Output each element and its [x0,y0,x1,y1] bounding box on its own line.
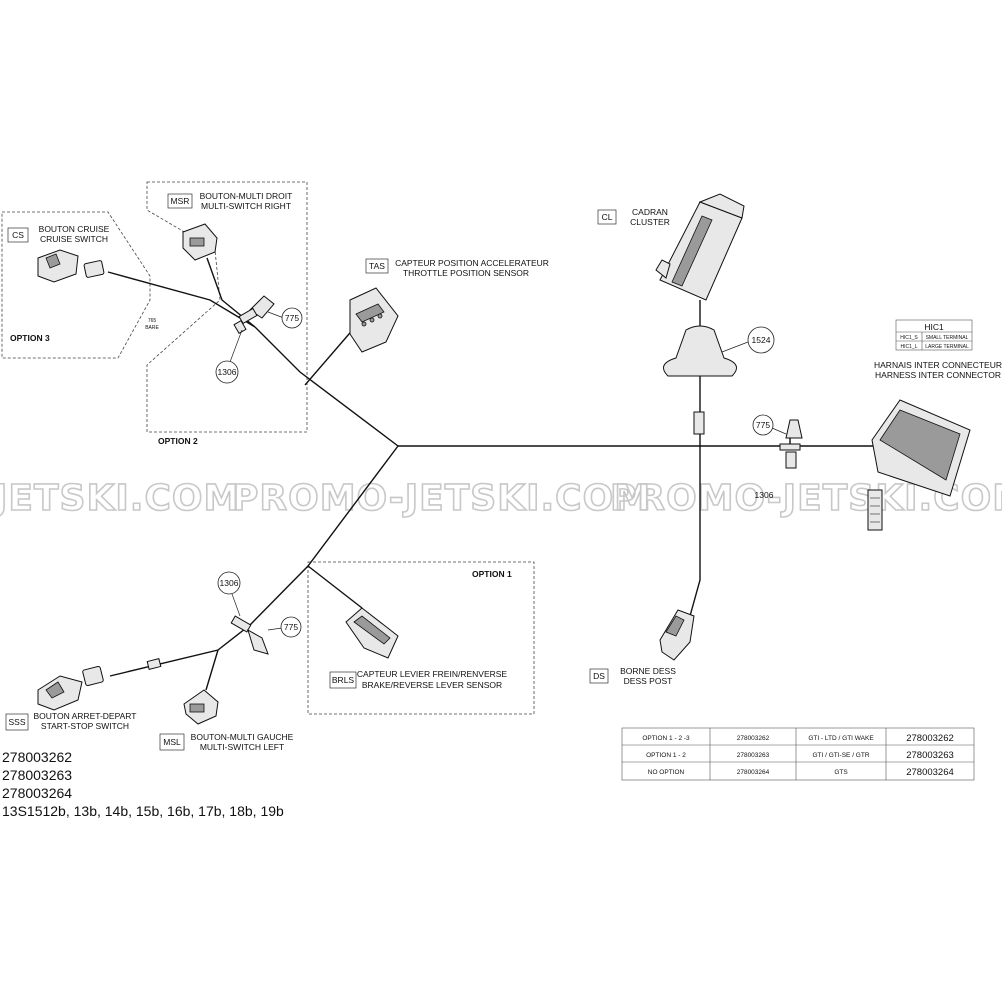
option-part-table: OPTION 1 - 2 -3 278003262 GTI - LTD / GT… [621,727,975,781]
callout-1306-right-text: 1306 [755,490,774,500]
ds-label-en: DESS POST [624,676,673,686]
tas-code-box [365,258,389,274]
msr-label-en: MULTI-SWITCH RIGHT [201,201,291,211]
msr-code: MSR [171,196,190,206]
cs-code: CS [12,230,24,240]
table-row-2-number: 278003263 [906,750,954,761]
cs-label-fr: BOUTON CRUISE [39,224,110,234]
table-row-1-part: 278003262 [737,735,770,742]
cl-code: CL [602,212,613,222]
multi-switch-left-part [183,689,219,725]
callout-775-bottom-text: 775 [284,622,298,632]
hic1-terminal-table: HIC1 HIC1_S SMALL TERMINAL HIC1_L LARGE … [895,319,973,351]
table-row-3-number: 278003264 [906,767,954,778]
sss-label-en: START-STOP SWITCH [41,721,129,731]
cl-label-en: CLUSTER [630,217,670,227]
msl-code: MSL [163,737,181,747]
tas-label-en: THROTTLE POSITION SENSOR [403,268,529,278]
fastener-top [233,295,275,335]
table-row-1-option: OPTION 1 - 2 -3 [642,735,690,742]
option-2-label: OPTION 2 [158,436,198,446]
callout-775-right-text: 775 [756,420,770,430]
cluster-part [655,193,745,301]
option-1-outline [307,561,535,715]
callout-1306-bottom [217,571,241,595]
sss-label-fr: BOUTON ARRET-DEPART [34,711,137,721]
brake-lever-sensor-part [345,607,399,659]
watermark: JETSKI.COM PROMO-JETSKI.COM PROMO-JETSKI… [0,477,1002,520]
watermark-text-2: PROMO-JETSKI.COM [232,478,651,519]
brls-code: BRLS [332,675,355,685]
fastener-right [779,419,803,469]
msr-code-box [167,193,193,209]
option-3-outline [1,211,151,359]
bare-note-1: 765 [148,318,157,324]
footer-line-3: 278003264 [2,785,72,801]
hic-row-1-label: SMALL TERMINAL [926,335,969,341]
callout-1524-text: 1524 [752,335,771,345]
start-stop-switch-part [37,658,162,711]
cs-code-box [7,227,29,243]
harness-inter-connector-part [867,399,971,531]
table-row-2-option: OPTION 1 - 2 [646,752,686,759]
multi-switch-right-part [182,223,218,261]
brls-label-fr: CAPTEUR LEVIER FREIN/RENVERSE [357,669,508,679]
hic-row-2-label: LARGE TERMINAL [925,344,969,350]
table-row-1-number: 278003262 [906,733,954,744]
msl-label-fr: BOUTON-MULTI GAUCHE [191,732,294,742]
dess-post-part [659,609,695,661]
table-row-3-part: 278003264 [737,769,770,776]
bare-note-2: BARE [145,325,159,331]
callout-775-top [281,307,303,329]
table-row-3-model: GTS [834,769,848,776]
ds-code-box [589,668,609,684]
hic-label-fr: HARNAIS INTER CONNECTEUR [874,360,1002,370]
cruise-switch-part [37,249,105,283]
cl-label-fr: CADRAN [632,207,668,217]
table-row-2-part: 278003263 [737,752,770,759]
table-row-2-model: GTI / GTI-SE / GTR [812,752,869,759]
callout-775-top-text: 775 [285,313,299,323]
hic-label-en: HARNESS INTER CONNECTOR [875,370,1001,380]
hic-row-1-code: HIC1_S [900,335,918,341]
option-3-label: OPTION 3 [10,333,50,343]
ds-code: DS [593,671,605,681]
hic-row-2-code: HIC1_L [901,344,918,350]
watermark-text-1: JETSKI.COM [0,478,240,519]
ds-label-fr: BORNE DESS [620,666,676,676]
footer-line-2: 278003263 [2,767,72,783]
callout-1306-top [215,360,239,384]
throttle-position-sensor-part [349,287,399,353]
footer-line-4: 13S1512b, 13b, 14b, 15b, 16b, 17b, 18b, … [2,803,284,819]
callout-775-right [752,414,774,436]
option-1-label: OPTION 1 [472,569,512,579]
tas-label-fr: CAPTEUR POSITION ACCELERATEUR [395,258,549,268]
option-2-outline [146,181,308,433]
grommet-part [663,325,737,435]
cs-label-en: CRUISE SWITCH [40,234,108,244]
msr-label-fr: BOUTON-MULTI DROIT [200,191,293,201]
table-row-3-option: NO OPTION [648,769,685,776]
brls-code-box [329,671,357,689]
msl-label-en: MULTI-SWITCH LEFT [200,742,284,752]
fastener-bottom [230,615,269,655]
cl-code-box [597,209,617,225]
callout-1306-bottom-text: 1306 [220,578,239,588]
tas-code: TAS [369,261,385,271]
callout-775-bottom [280,616,302,638]
footer-line-1: 278003262 [2,749,72,765]
hic-code: HIC1 [924,322,944,332]
table-row-1-model: GTI - LTD / GTI WAKE [808,735,874,742]
callout-1524 [747,326,775,354]
msl-code-box [159,733,185,751]
brls-label-en: BRAKE/REVERSE LEVER SENSOR [362,680,502,690]
callout-1306-top-text: 1306 [218,367,237,377]
sss-code: SSS [8,717,25,727]
harness-wires [107,257,925,691]
sss-code-box [5,713,29,731]
